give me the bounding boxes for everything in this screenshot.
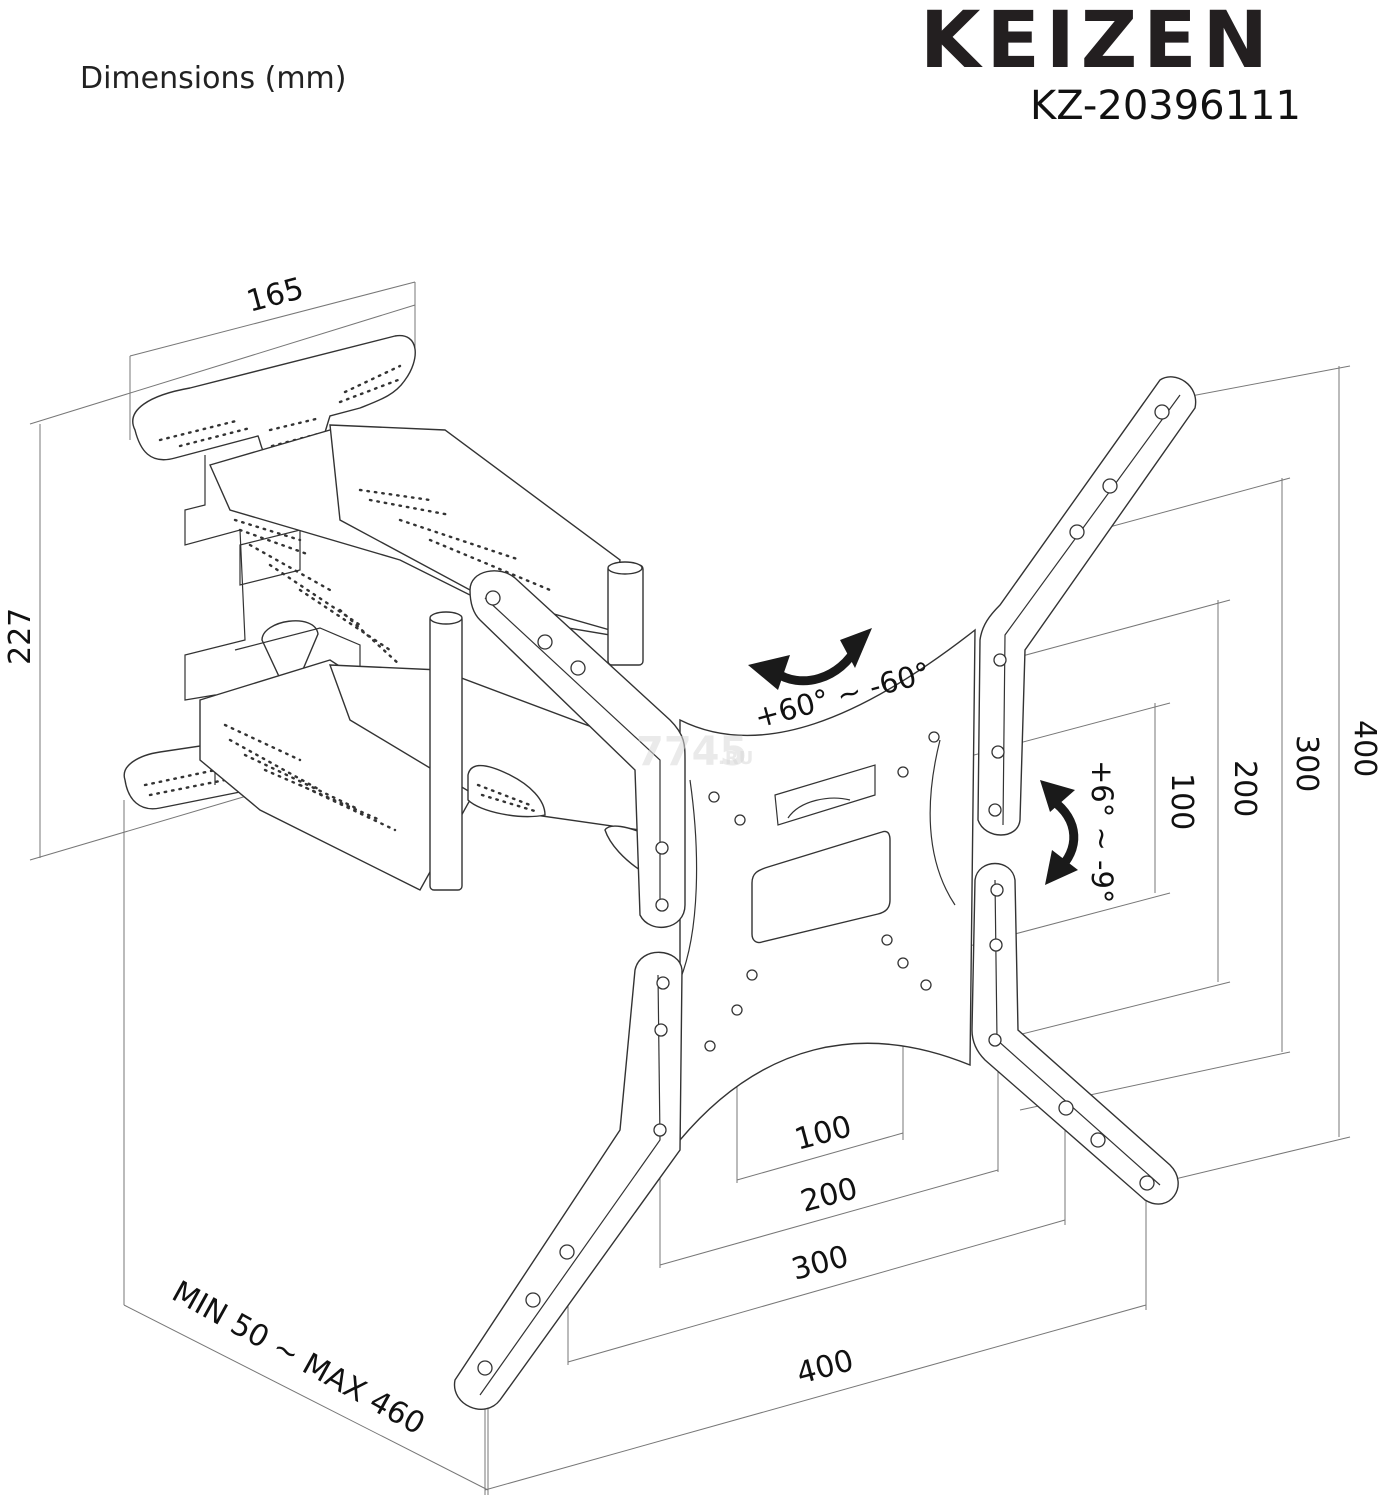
watermark-text: 7745 xyxy=(636,729,747,775)
swivel-arrow-icon xyxy=(748,628,872,690)
dim-extension: MIN 50 ~ MAX 460 xyxy=(166,1274,430,1442)
dim-vesa-v-200: 200 xyxy=(1227,760,1262,817)
tilt-angle-label: +6° ~ -9° xyxy=(1085,760,1119,903)
brand-logo: KEIZEN xyxy=(920,0,1274,86)
dim-vesa-v-100: 100 xyxy=(1164,773,1199,830)
dim-vesa-h-400: 400 xyxy=(793,1343,857,1392)
vesa-arm-lower-right xyxy=(971,863,1179,1205)
dim-vesa-h-300: 300 xyxy=(788,1239,852,1288)
tv-bracket-plate xyxy=(679,628,976,1142)
vesa-arm-upper-left xyxy=(469,570,686,929)
dim-wall-plate-height: 227 xyxy=(3,608,38,665)
dim-vesa-v-300: 300 xyxy=(1289,735,1324,792)
model-number: KZ-20396111 xyxy=(1030,83,1301,129)
tilt-arrow-icon xyxy=(1040,780,1079,885)
vesa-arm-upper-right xyxy=(977,376,1197,836)
dim-vesa-h-100: 100 xyxy=(791,1109,855,1158)
dim-vesa-v-400: 400 xyxy=(1347,720,1378,777)
diagram-subtitle: Dimensions (mm) xyxy=(80,61,347,96)
dim-vesa-h-200: 200 xyxy=(797,1171,861,1220)
articulating-arms xyxy=(199,424,644,891)
watermark-suffix: .RU xyxy=(718,748,753,769)
vesa-arm-lower-left xyxy=(453,951,683,1410)
dimension-lines xyxy=(29,281,1351,1495)
